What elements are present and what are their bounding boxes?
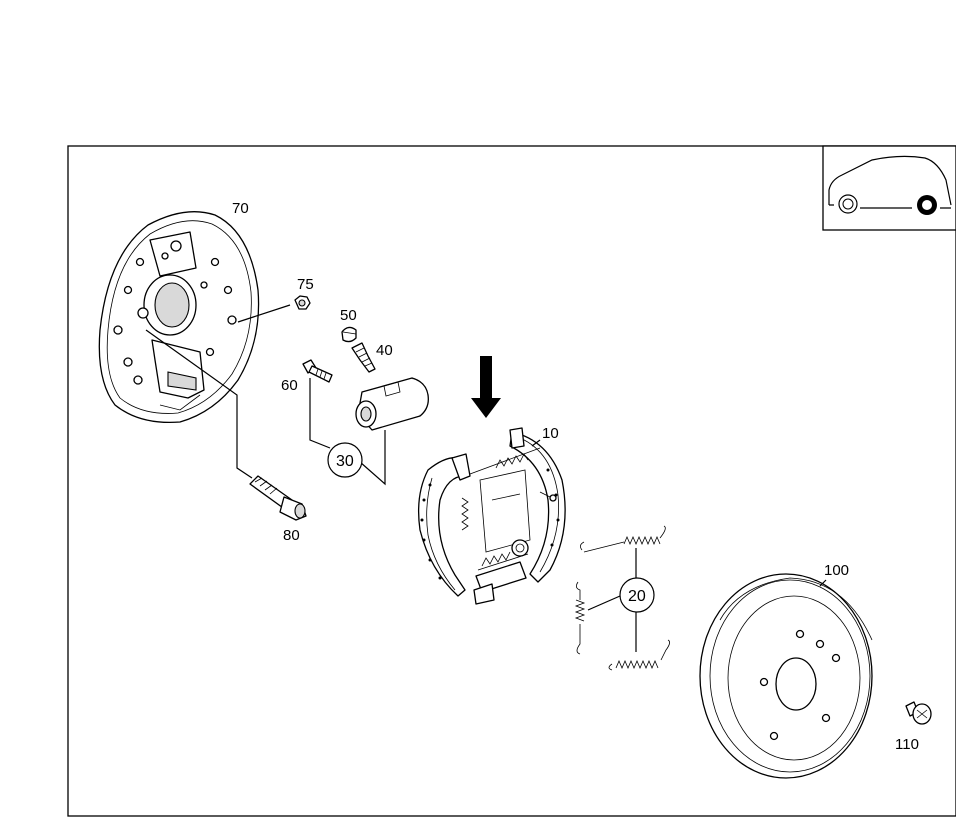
callout-40: 40	[376, 342, 393, 359]
leader-80	[145, 329, 253, 479]
leader-30-b	[359, 430, 386, 486]
callout-60: 60	[281, 377, 298, 394]
callout-10: 10	[542, 425, 559, 442]
callout-80: 80	[283, 527, 300, 544]
callout-30: 30	[336, 453, 354, 470]
callout-50: 50	[340, 307, 357, 324]
bleeder-cap-part-50	[341, 326, 357, 343]
leader-100	[819, 579, 827, 587]
callout-circle-30	[327, 442, 363, 478]
leader-30	[309, 378, 331, 449]
leader-70	[237, 304, 291, 323]
leader-10	[531, 439, 541, 447]
down-arrow-icon	[471, 356, 501, 418]
callout-110: 110	[895, 736, 919, 753]
nut-part-75	[294, 295, 311, 310]
wheel-cylinder-part-30	[355, 377, 429, 431]
brake-drum-part-100	[699, 573, 873, 779]
callout-70: 70	[232, 200, 249, 217]
vehicle-inset	[822, 145, 956, 231]
backing-plate-part-70	[98, 211, 260, 424]
callout-75: 75	[297, 276, 314, 293]
bleeder-screw-part-40	[351, 342, 376, 373]
leader-20-b	[587, 595, 621, 611]
spring-set-part-20	[574, 525, 670, 671]
callout-circle-20	[619, 577, 655, 613]
bolt-part-60	[302, 359, 333, 383]
car-rear-axle-icon	[828, 155, 952, 215]
bolt-part-80	[249, 475, 307, 521]
diagram-frame	[67, 145, 956, 817]
screw-part-110	[905, 701, 932, 725]
callout-20: 20	[628, 588, 646, 605]
brake-shoe-set-part-10	[417, 427, 566, 605]
callout-100: 100	[824, 562, 849, 579]
